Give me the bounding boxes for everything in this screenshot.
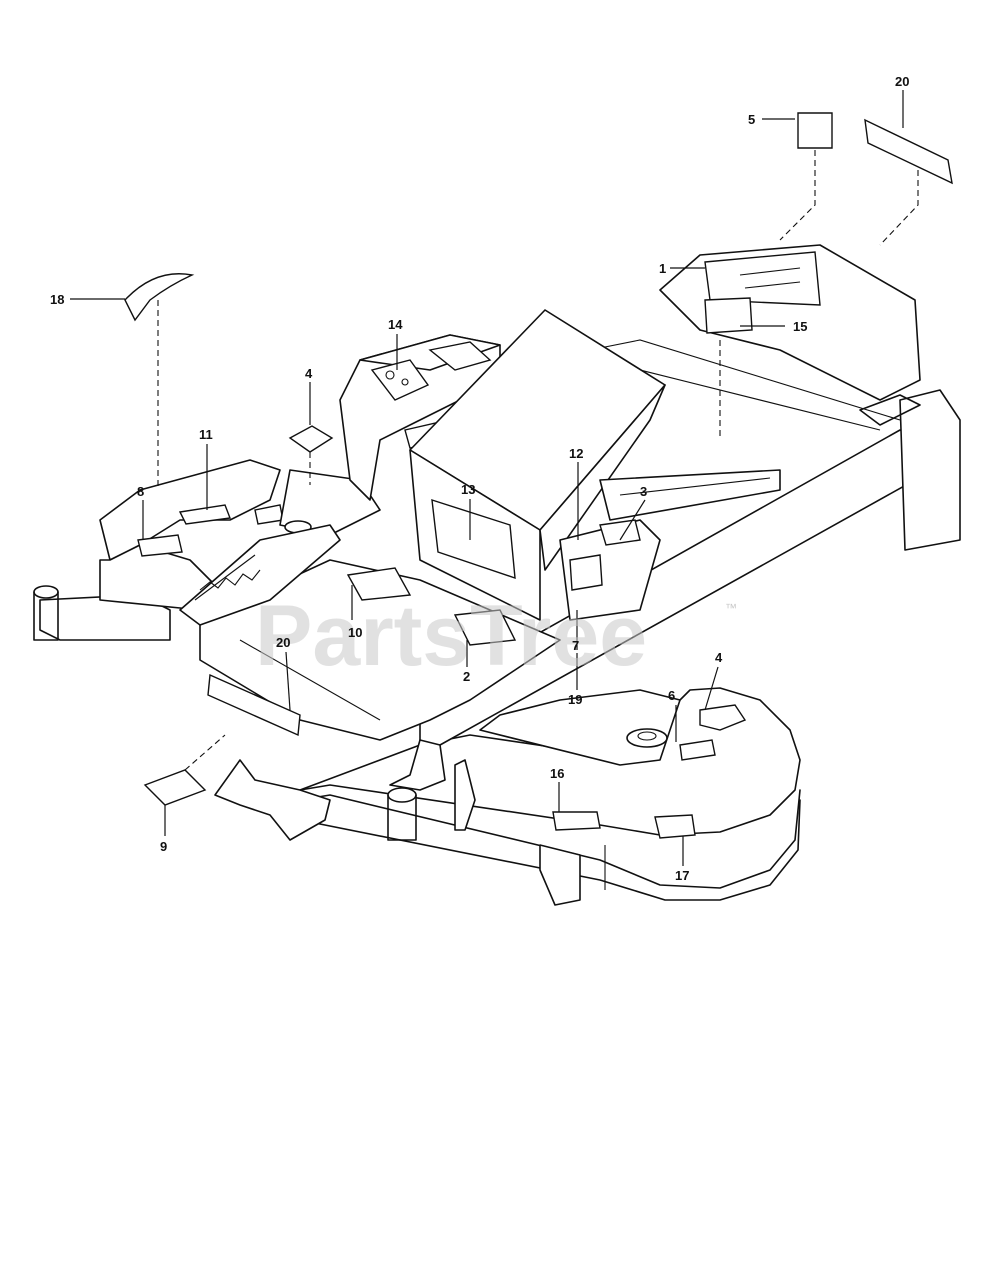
rear-hood — [659, 244, 961, 551]
callout-20-top: 20 — [895, 74, 909, 89]
callout-19: 19 — [568, 692, 582, 707]
callout-3: 3 — [640, 484, 647, 499]
mowing-deck — [214, 687, 801, 906]
callout-2: 2 — [463, 669, 470, 684]
callout-7: 7 — [572, 638, 579, 653]
callout-17: 17 — [675, 868, 689, 883]
decal-4-left — [288, 425, 334, 453]
callout-10: 10 — [348, 625, 362, 640]
callout-9: 9 — [160, 839, 167, 854]
callout-13: 13 — [461, 482, 475, 497]
decal-5 — [797, 112, 833, 149]
callout-11: 11 — [199, 427, 213, 442]
callout-8: 8 — [137, 484, 144, 499]
decal-9 — [143, 769, 207, 806]
callout-4-right: 4 — [715, 650, 723, 665]
left-fender — [99, 459, 381, 626]
callout-1: 1 — [659, 261, 666, 276]
watermark-trademark: ™ — [725, 601, 737, 615]
callout-15: 15 — [793, 319, 807, 334]
callouts: 20 5 1 15 14 4 18 11 8 13 12 3 10 20 2 7… — [50, 74, 909, 883]
decal-18 — [124, 273, 195, 322]
leader-lines — [70, 90, 919, 866]
callout-5: 5 — [748, 112, 755, 127]
decal-20-top — [864, 118, 953, 185]
callout-18: 18 — [50, 292, 64, 307]
watermark: PartsTree — [255, 588, 647, 684]
callout-12: 12 — [569, 446, 583, 461]
callout-16: 16 — [550, 766, 564, 781]
callout-14: 14 — [388, 317, 403, 332]
callout-20-footrest: 20 — [276, 635, 290, 650]
seat — [409, 309, 666, 621]
callout-6: 6 — [668, 688, 675, 703]
mower-drawing — [33, 112, 961, 906]
floor-pan — [199, 559, 561, 741]
callout-4-left: 4 — [305, 366, 313, 381]
decal-20-footrest — [207, 673, 301, 737]
right-fender — [559, 469, 781, 621]
